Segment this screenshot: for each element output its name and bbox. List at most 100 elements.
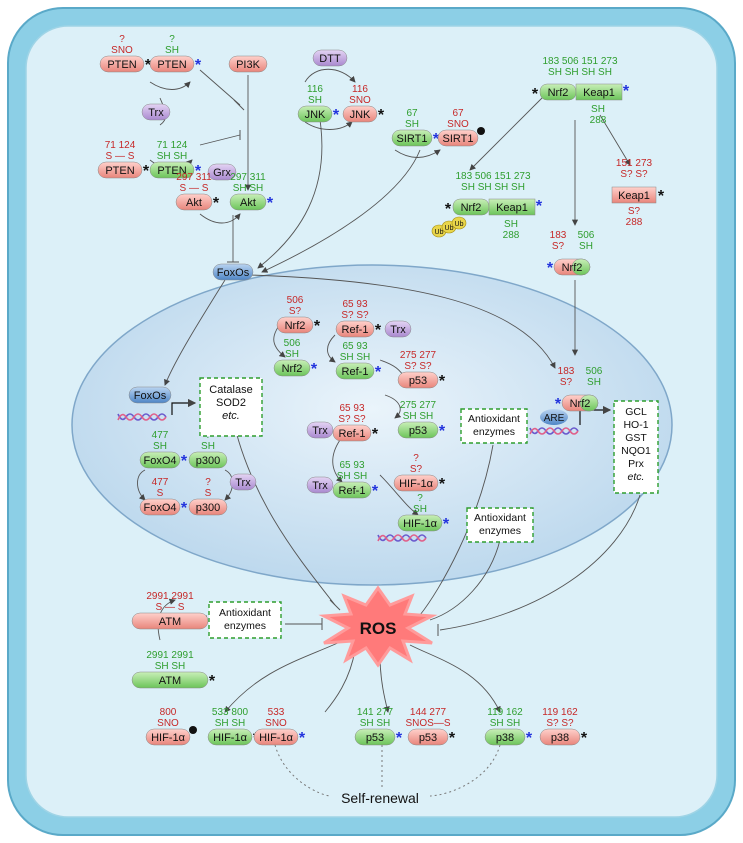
residue-number: ? [205, 477, 211, 488]
reduced-star-icon: * [433, 131, 440, 148]
protein-name: Grx [213, 167, 231, 179]
protein-ref1-ox2: Ref-165 93S? S?* [332, 403, 379, 443]
protein-pten-sno: PTEN?SNO* [99, 34, 152, 74]
protein-trx-nuc3: Trx [306, 476, 334, 494]
protein-name: Trx [235, 477, 251, 489]
residue-number: 800 [160, 707, 177, 718]
protein-name: PTEN [157, 165, 186, 177]
protein-name: p53 [409, 425, 427, 437]
oxidized-star-icon: * [143, 163, 150, 180]
residue-number: ? [169, 34, 175, 45]
residue-number: ? [119, 34, 125, 45]
thiol-state: S? S? [338, 414, 366, 425]
protein-name: PTEN [157, 59, 186, 71]
svg-text:Nrf2: Nrf2 [570, 398, 591, 410]
nucleus [71, 264, 673, 586]
reduced-star-icon: * [547, 260, 554, 277]
residue-number: ? [417, 493, 423, 504]
thiol-state: SH SH [233, 183, 264, 194]
protein-name: HIF-1α [403, 518, 438, 530]
thiol-state: SNOS—S [405, 718, 450, 729]
thiol-state: SNO [349, 95, 371, 106]
protein-trx-nuc1: Trx [384, 320, 412, 338]
reduced-star-icon: * [311, 361, 318, 378]
thiol-state: S — S [156, 602, 185, 613]
protein-p300-ox: p300?S [188, 477, 228, 516]
protein-foxos-nuc: FoxOs [128, 386, 172, 404]
protein-name: SIRT1 [443, 133, 474, 145]
svg-text:SH SH SH SH: SH SH SH SH [548, 67, 612, 78]
reduced-star-icon: * [555, 396, 562, 413]
thiol-state: SH SH [155, 661, 186, 672]
oxidized-star-icon: * [449, 730, 456, 747]
thiol-state: S? S? [546, 718, 574, 729]
svg-text:Ub: Ub [445, 225, 454, 232]
reduced-star-icon: * [181, 453, 188, 470]
protein-name: FoxOs [134, 390, 167, 402]
reduced-star-icon: * [299, 730, 306, 747]
protein-name: PTEN [105, 165, 134, 177]
protein-name: Trx [312, 425, 328, 437]
dna-helix-icon [529, 427, 579, 435]
protein-pi3k: PI3K [228, 55, 268, 73]
svg-text:183 506 151 273: 183 506 151 273 [542, 56, 618, 67]
svg-text:Nrf2: Nrf2 [548, 87, 569, 99]
thiol-state: S [157, 488, 164, 499]
protein-name: p53 [409, 375, 427, 387]
thiol-state: SH SH [215, 718, 246, 729]
thiol-state: SH [308, 95, 322, 106]
oxidized-star-icon: * [439, 476, 446, 493]
svg-text:SH: SH [579, 241, 593, 252]
reduced-star-icon: * [536, 198, 543, 215]
residue-number: 65 93 [339, 460, 364, 471]
protein-name: FoxOs [217, 267, 250, 279]
protein-name: Nrf2 [285, 320, 306, 332]
protein-name: Nrf2 [282, 363, 303, 375]
residue-number: 116 [352, 84, 368, 95]
thiol-state: SH [405, 119, 419, 130]
protein-ref1-ox1: Ref-165 93S? S?* [335, 299, 382, 339]
reduced-star-icon: * [333, 107, 340, 124]
oxidized-star-icon: * [314, 318, 321, 335]
dna-helix-icon [377, 534, 427, 542]
svg-text:SH: SH [504, 219, 518, 230]
residue-number: 506 [284, 338, 301, 349]
svg-text:S?: S? [628, 206, 641, 217]
residue-number: 477 [152, 430, 169, 441]
svg-text:288: 288 [503, 230, 520, 241]
protein-name: HIF-1α [399, 478, 434, 490]
protein-name: JNK [305, 109, 326, 121]
oxidized-star-icon: * [658, 188, 665, 205]
residue-number: 65 93 [342, 299, 367, 310]
svg-text:506: 506 [578, 230, 595, 241]
protein-hif-ox: HIF-1α?S?* [393, 453, 446, 493]
residue-number: 297 311 [176, 172, 212, 183]
protein-name: Trx [148, 107, 164, 119]
residue-number: 71 124 [157, 140, 188, 151]
protein-name: FoxO4 [143, 502, 176, 514]
svg-text:Keap1: Keap1 [496, 202, 528, 214]
thiol-state: S? [289, 306, 302, 317]
oxidized-star-icon: * [445, 201, 452, 218]
residue-number: 144 277 [410, 707, 447, 718]
protein-name: FoxO4 [143, 455, 176, 467]
residue-number: 116 [307, 84, 323, 95]
thiol-state: SH SH [490, 718, 521, 729]
svg-text:SH: SH [587, 377, 601, 388]
protein-name: Ref-1 [339, 428, 366, 440]
thiol-state: SH [413, 504, 427, 515]
